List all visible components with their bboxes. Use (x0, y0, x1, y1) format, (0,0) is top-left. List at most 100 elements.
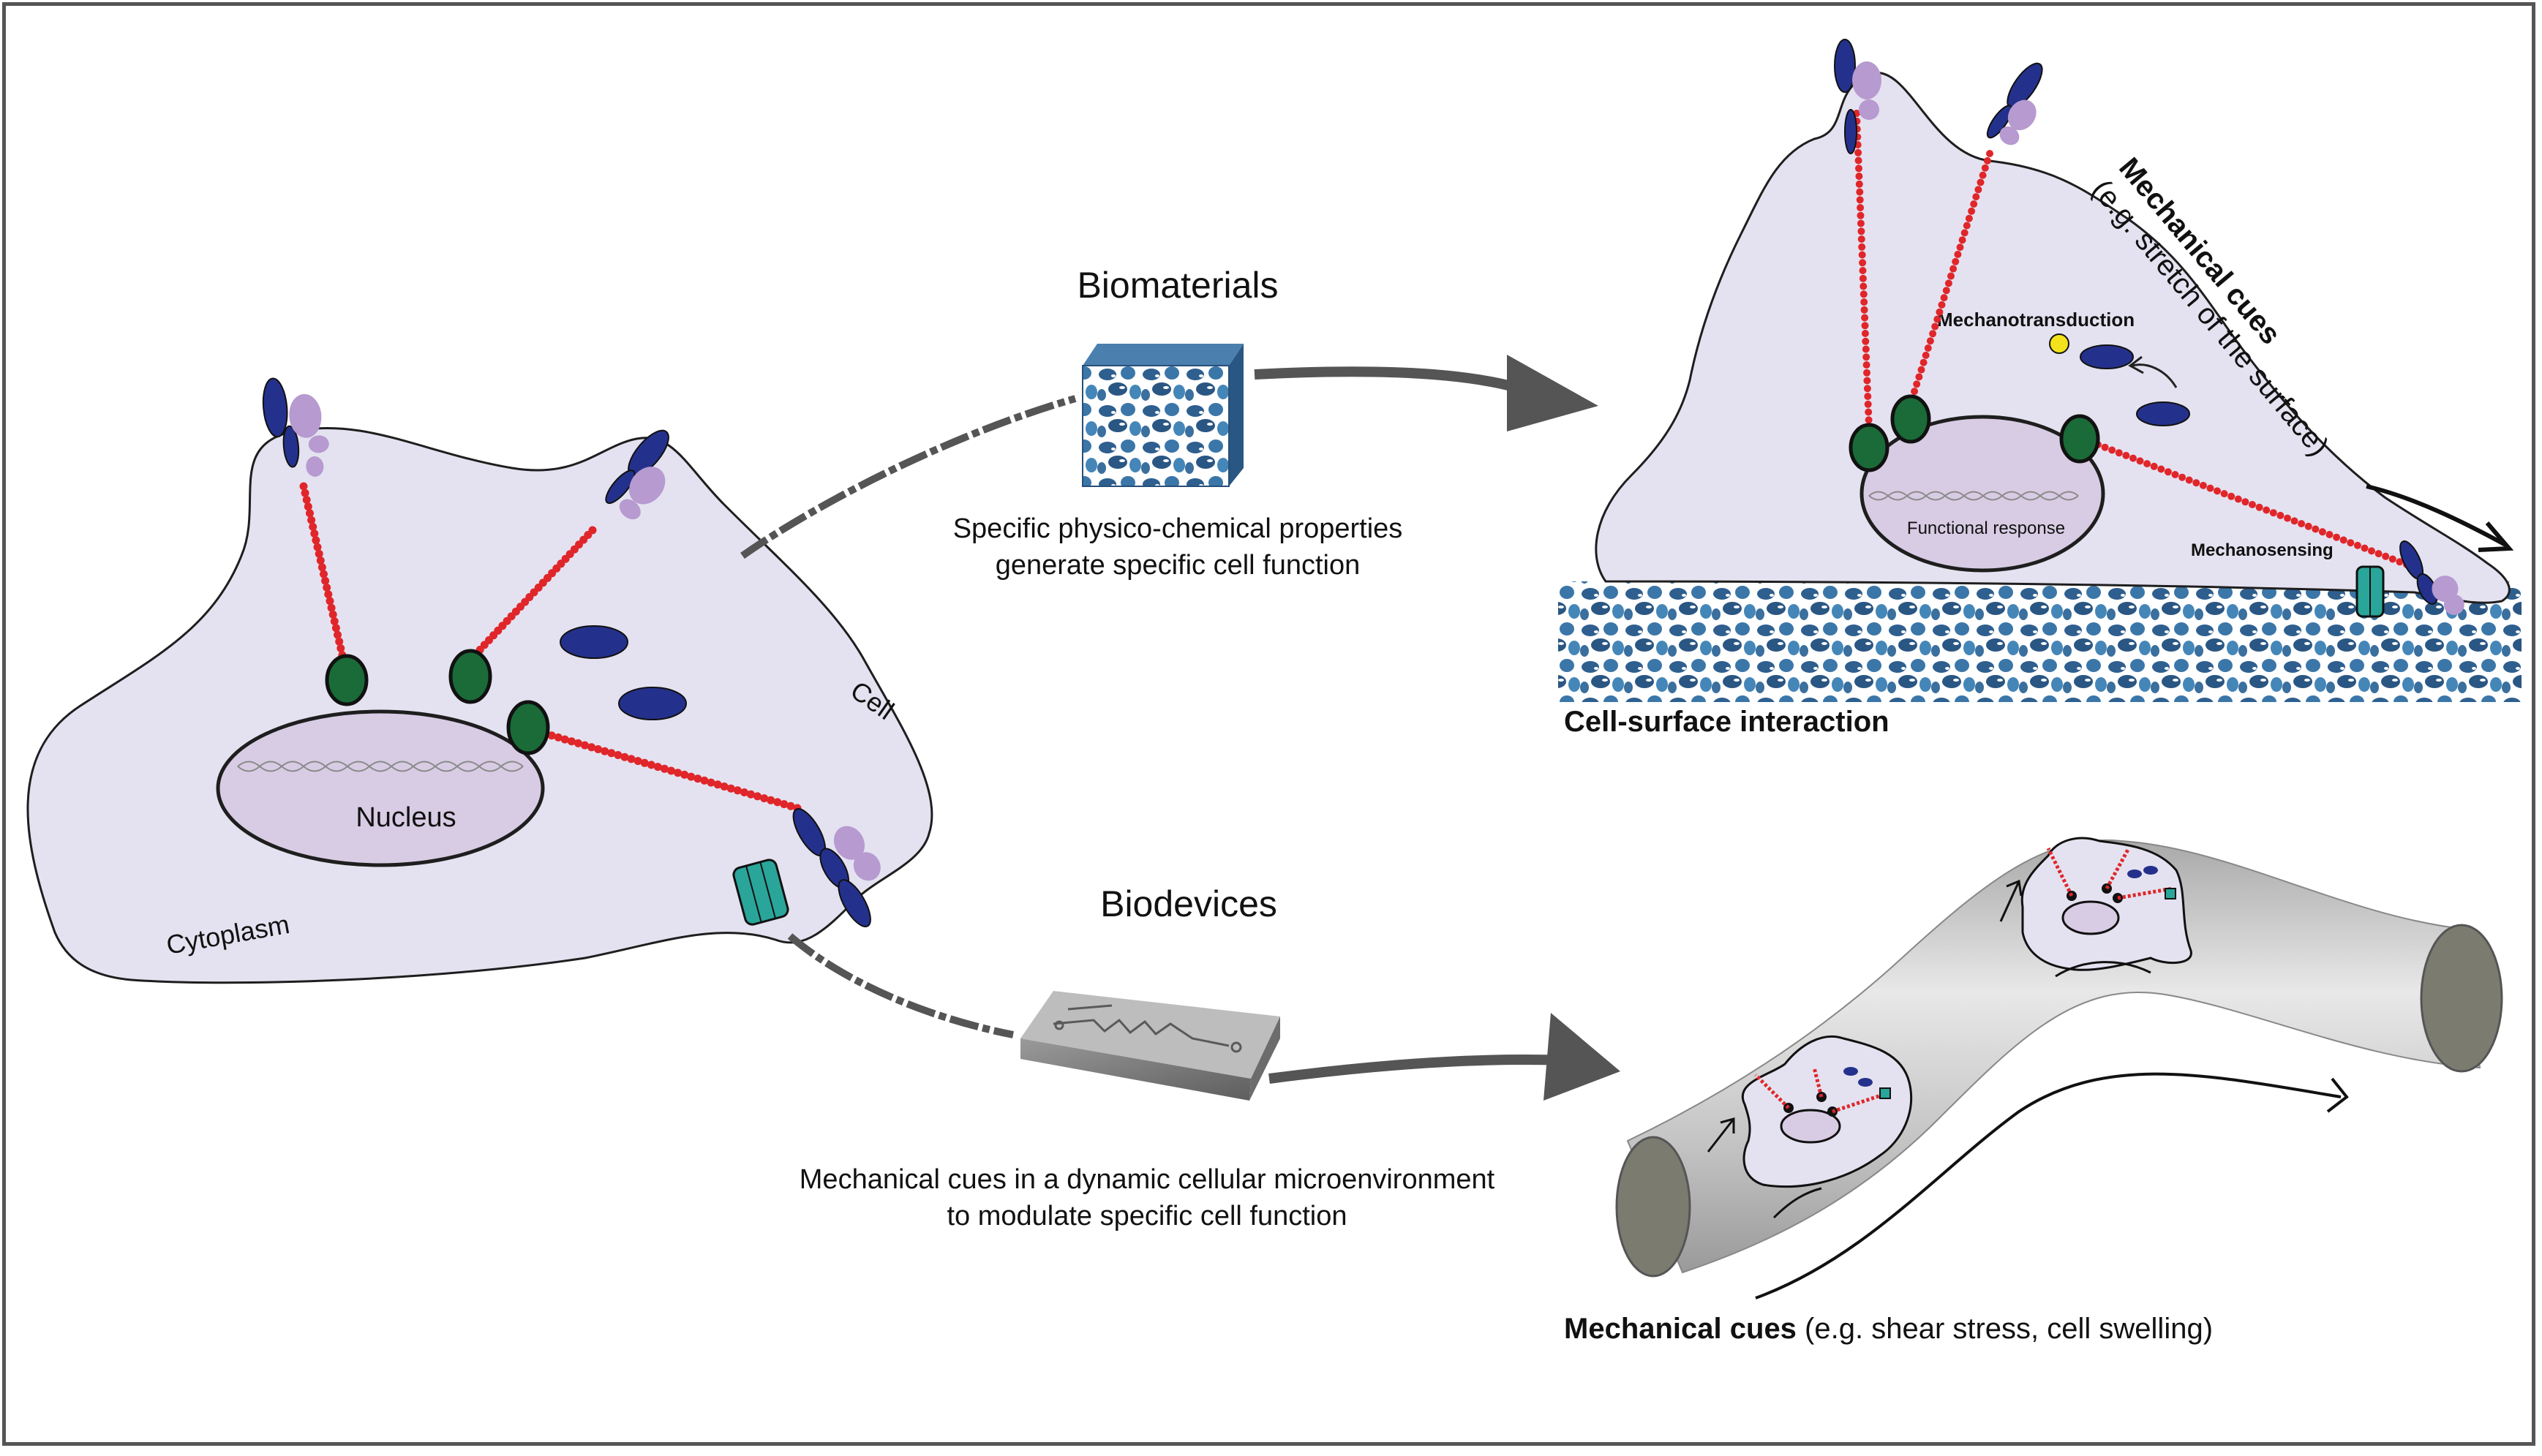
linker-bead (2339, 536, 2347, 544)
vessel-opening-left (1615, 1136, 1691, 1278)
linker-bead (1865, 408, 1873, 416)
linker-bead (693, 774, 702, 783)
linker-bead (1929, 330, 1937, 338)
linker-bead (1861, 322, 1869, 330)
linker-bead (2164, 468, 2172, 476)
linker-bead (1863, 377, 1871, 385)
right-integrin-2 (1986, 62, 2043, 146)
linker-bead (2241, 498, 2249, 506)
linker-bead (327, 603, 336, 612)
linker-bead (1856, 196, 1864, 204)
linker-bead (753, 792, 762, 801)
linker-bead (2108, 446, 2116, 454)
linker-bead (1860, 298, 1868, 306)
right-linker-chain-1 (1853, 110, 1873, 431)
biomaterials-description-line1: Specific physico-chemical properties (953, 513, 1403, 544)
biomaterials-title: Biomaterials (1077, 265, 1278, 306)
signal-arrow-head (2128, 355, 2144, 374)
stretch-arrow (2366, 484, 2507, 547)
linker-bead (2157, 465, 2165, 473)
linker-bead (2388, 555, 2396, 563)
linker-bead (1861, 330, 1869, 337)
linker-bead (607, 749, 616, 758)
linker-bead (306, 509, 314, 518)
linker-bead (1856, 188, 1864, 196)
linker-bead (567, 737, 576, 746)
linker-bead (1917, 366, 1925, 374)
cell-surface-caption: Cell-surface interaction (1564, 706, 1889, 738)
linker-bead (2396, 558, 2404, 566)
linker-bead (1862, 353, 1870, 361)
linker-bead (1931, 322, 1939, 331)
linker-bead (1981, 164, 1989, 172)
linker-bead (1857, 235, 1865, 243)
vessel-caption: Mechanical cues (e.g. shear stress, cell… (1564, 1313, 2213, 1345)
vesicle-1 (560, 625, 628, 659)
right-nucleus (1860, 415, 2105, 573)
linker-bead (1970, 200, 1978, 208)
linker-bead (653, 763, 662, 772)
linker-bead (620, 752, 629, 761)
linker-bead (312, 536, 320, 545)
linker-bead (2206, 484, 2214, 492)
linker-bead (1938, 301, 1946, 309)
linker-chain-1 (299, 482, 348, 666)
linker-bead (780, 800, 789, 809)
flow-arrow (1755, 1072, 2342, 1300)
signal-arrow (2132, 363, 2178, 388)
linker-bead (574, 739, 582, 747)
linker-bead (1858, 251, 1866, 259)
linker-bead (746, 790, 755, 799)
linker-bead (700, 776, 709, 785)
linker-bead (1855, 180, 1863, 188)
right-integrin-1 (1834, 39, 1881, 154)
linker-bead (1855, 173, 1863, 180)
linker-bead (547, 731, 556, 740)
linker-bead (680, 770, 689, 779)
linker-bead (667, 766, 675, 775)
right-ion-channel (2355, 565, 2385, 618)
linker-bead (1942, 287, 1950, 295)
linker-bead (2276, 511, 2285, 519)
linker-bead (1863, 369, 1870, 377)
linker-bead (1865, 416, 1873, 424)
linker-bead (334, 630, 342, 639)
linker-bead (320, 570, 328, 578)
linker-bead (301, 489, 309, 497)
linker-bead (674, 769, 682, 777)
linker-bead (321, 576, 330, 585)
linker-bead (1968, 207, 1976, 215)
linker-bead (560, 735, 569, 744)
left-nucleus (216, 709, 545, 867)
linker-bead (1940, 294, 1948, 302)
linker-bead (633, 757, 642, 766)
linker-bead (2214, 487, 2221, 495)
linker-bead (627, 755, 636, 763)
linker-bead (1861, 314, 1869, 322)
linker-bead (1974, 186, 1982, 194)
linker-bead (767, 796, 775, 804)
right-integrin-3 (2399, 540, 2464, 615)
linker-bead (2136, 457, 2144, 465)
linker-bead (1986, 150, 1993, 157)
linker-bead (687, 772, 696, 781)
linker-bead (336, 644, 345, 652)
linker-bead (1860, 290, 1868, 298)
linker-bead (640, 758, 649, 767)
linker-bead (1979, 171, 1987, 179)
linker-bead (316, 557, 325, 565)
linker-bead (760, 794, 769, 803)
arrow-to-biomaterials-arc (740, 395, 1077, 559)
linker-bead (2382, 552, 2390, 560)
linker-bead (1857, 219, 1865, 227)
flow-arrow-head (2326, 1077, 2349, 1113)
linker-bead (587, 743, 596, 752)
linker-bead (309, 522, 317, 531)
linker-bead (1915, 373, 1923, 381)
linker-bead (2361, 544, 2369, 552)
linker-bead (1857, 204, 1865, 211)
linker-bead (1860, 306, 1868, 314)
vessel-caption-bold: Mechanical cues (1564, 1313, 1797, 1345)
right-anchor-2 (1890, 394, 1931, 444)
